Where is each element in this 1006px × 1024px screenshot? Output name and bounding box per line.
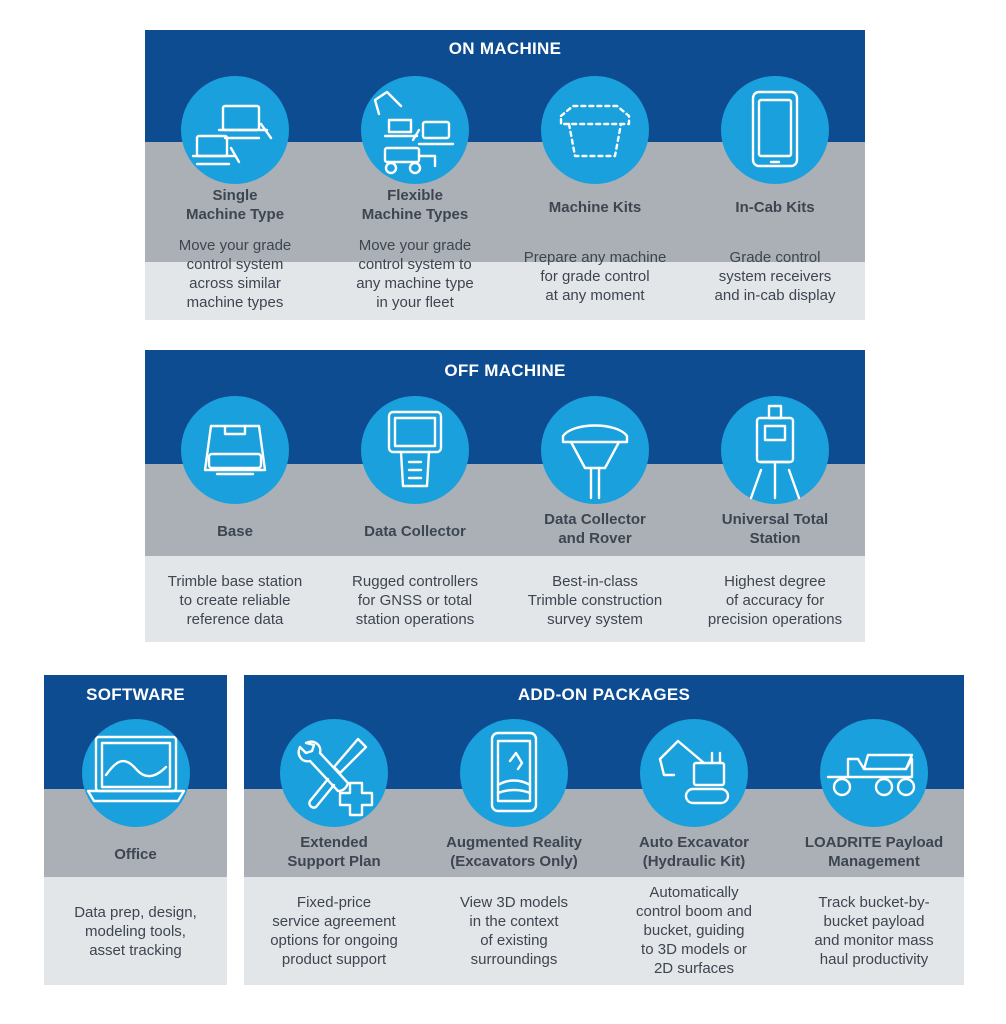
item-label: Machine Kits	[548, 199, 642, 216]
rover-antenna-icon	[541, 396, 649, 504]
item-office: Office Data prep, design,modeling tools,…	[44, 675, 227, 985]
item-label: Office	[114, 846, 157, 863]
software-panel: SOFTWARE Office Data prep, design,modeli…	[44, 675, 227, 985]
item-label: Base	[217, 523, 253, 540]
ar-tablet-icon	[460, 719, 568, 827]
haul-truck-icon	[820, 719, 928, 827]
panel-desc-band	[145, 556, 865, 642]
panel-desc-band	[145, 262, 865, 320]
total-station-icon	[721, 396, 829, 504]
item-label: Data Collector	[364, 523, 466, 540]
base-station-icon	[181, 396, 289, 504]
item-label: In-Cab Kits	[735, 199, 815, 216]
data-collector-icon	[361, 396, 469, 504]
item-augmented-reality: Augmented Reality(Excavators Only) View …	[424, 675, 604, 985]
item-description: Data prep, design,modeling tools,asset t…	[74, 904, 197, 959]
item-auto-excavator: Auto Excavator(Hydraulic Kit) Automatica…	[604, 675, 784, 985]
panel-desc-band	[244, 877, 964, 985]
item-label: Augmented Reality(Excavators Only)	[446, 834, 582, 870]
panel-title: ON MACHINE	[448, 39, 562, 58]
excavator-icon	[640, 719, 748, 827]
laptop-icon	[82, 719, 190, 827]
machine-kit-icon	[541, 76, 649, 184]
tablet-icon	[721, 76, 829, 184]
tools-plus-icon	[280, 719, 388, 827]
panel-title: ADD-ON PACKAGES	[517, 685, 691, 704]
dozers-icon	[181, 76, 289, 184]
panel-title: SOFTWARE	[86, 685, 185, 704]
panel-title: OFF MACHINE	[444, 361, 566, 380]
item-label: Auto Excavator(Hydraulic Kit)	[638, 834, 750, 870]
mixed-fleet-icon	[361, 76, 469, 184]
panel-desc-band	[44, 877, 227, 985]
